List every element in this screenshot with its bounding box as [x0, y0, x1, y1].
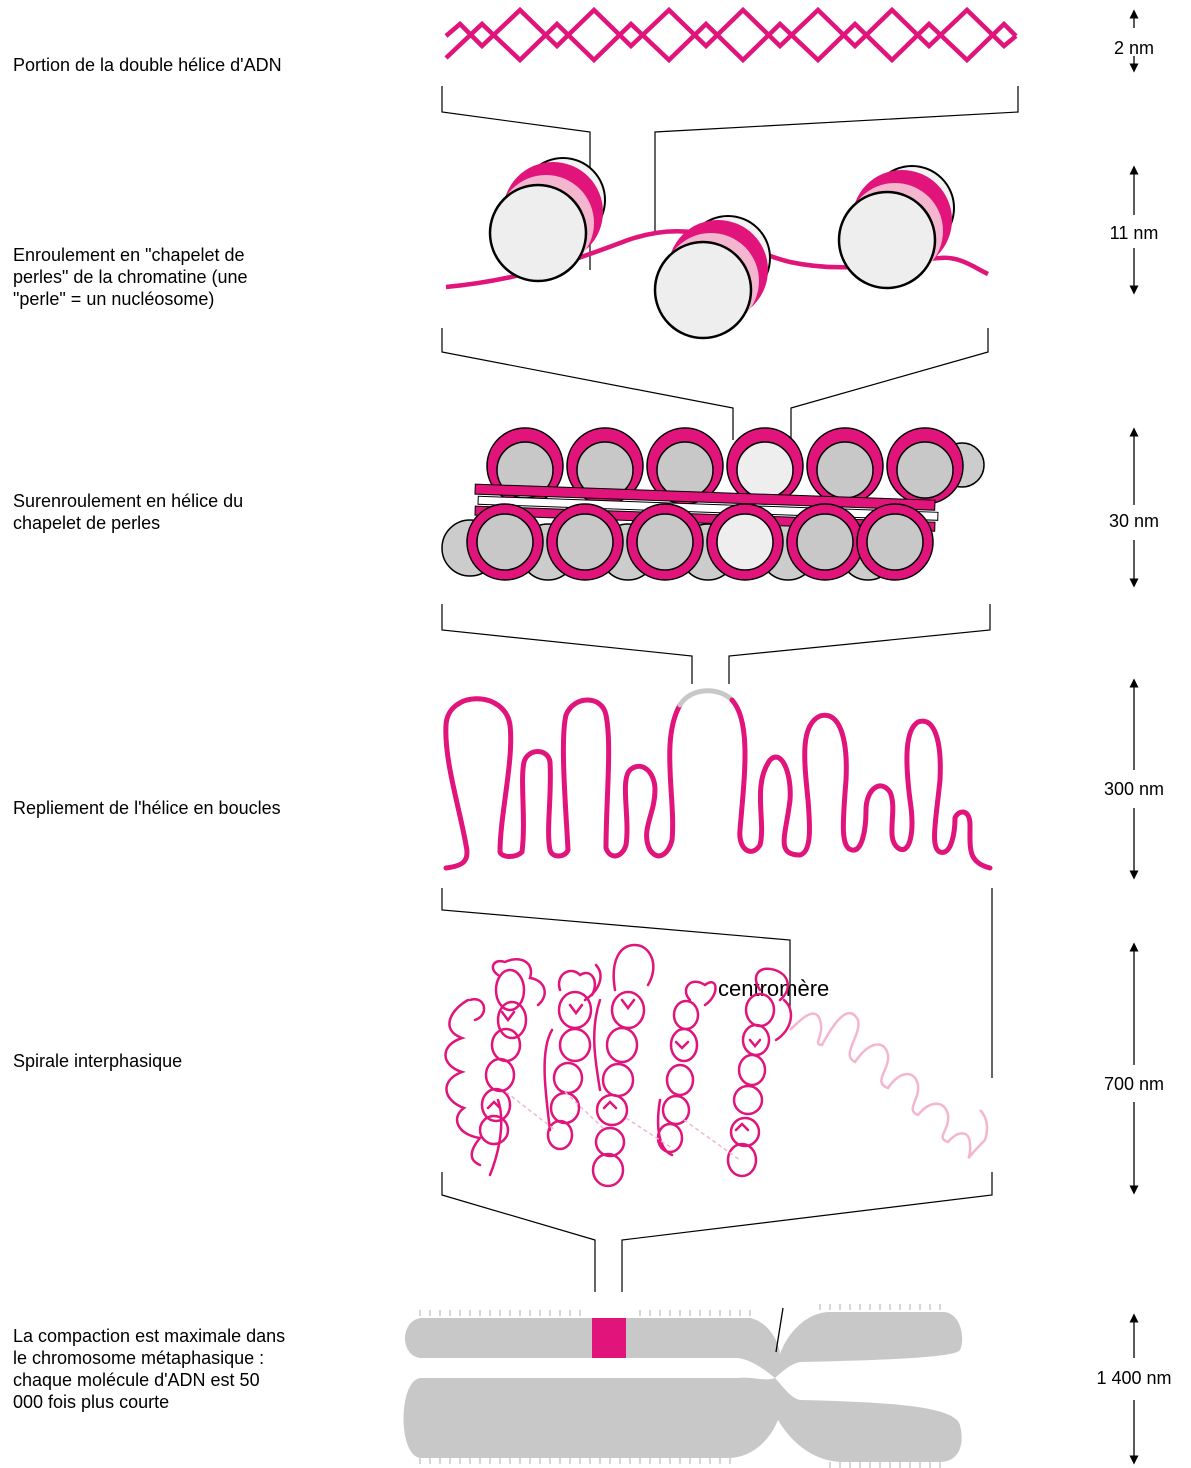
faded-loops — [790, 1013, 987, 1157]
chromatin-loops — [446, 691, 990, 868]
centromere-pointer — [776, 1308, 783, 1352]
solenoid-fiber — [442, 428, 984, 580]
chromatid-upper — [405, 1312, 962, 1378]
dna-double-helix — [446, 10, 1016, 60]
nucleosome-beads — [446, 158, 988, 338]
zoom-connector-2 — [442, 328, 988, 440]
zoom-connector-4 — [442, 888, 992, 1078]
zoom-connector-3 — [442, 604, 990, 684]
nucleosome-2 — [655, 216, 770, 338]
interphase-spiral — [446, 945, 791, 1186]
nucleosome-1 — [490, 158, 605, 281]
highlight-band — [592, 1318, 626, 1358]
chromatid-lower — [404, 1378, 962, 1462]
nucleosome-3 — [839, 166, 954, 288]
zoom-connector-5 — [442, 1172, 992, 1292]
